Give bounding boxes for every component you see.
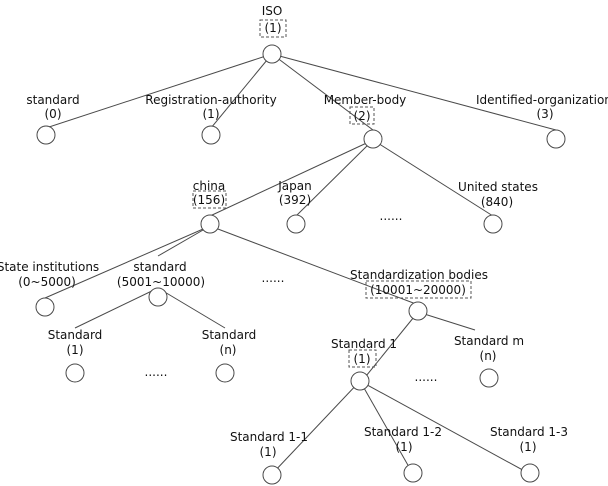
tree-edges	[44, 53, 557, 475]
standard-m-code: (n)	[480, 349, 497, 363]
edge-member-body-united-states	[372, 139, 494, 217]
member-body-name: Member-body	[324, 93, 407, 107]
node-standard-b[interactable]	[215, 363, 235, 383]
omission-ellipses: ...... ...... ...... ......	[145, 209, 438, 384]
node-standard-1-3[interactable]	[520, 463, 540, 483]
china-code-box	[192, 190, 227, 209]
standard-1-name: Standard 1	[331, 337, 397, 351]
node-standard-1-1[interactable]	[262, 465, 282, 485]
standard-1-code: (1)	[354, 352, 371, 366]
standard-1-code-box	[348, 349, 377, 368]
edge-standard-1-standard-1-3	[359, 380, 531, 475]
node-registration-authority[interactable]	[201, 125, 221, 145]
edge-bodies-standard-1	[361, 311, 419, 382]
node-member-body[interactable]	[363, 129, 383, 149]
edge-china-standard-range	[157, 225, 211, 257]
standard-b-code: (n)	[220, 343, 237, 357]
standard-a-code: (1)	[67, 343, 84, 357]
standardization-bodies-name: Standardization bodies	[350, 268, 488, 282]
standard-name: standard	[26, 93, 79, 107]
standard-b-name: Standard	[202, 328, 257, 342]
standardization-bodies-code: (10001~20000)	[370, 283, 466, 297]
identified-organization-name: Identified-organization	[476, 93, 608, 107]
node-china[interactable]	[200, 214, 220, 234]
edge-standard-range-standard-a	[74, 287, 159, 329]
tree-nodes	[35, 44, 566, 485]
ellipsis-bodies-children: ......	[415, 370, 438, 384]
node-iso[interactable]	[262, 44, 282, 64]
standard-m-name: Standard m	[454, 334, 524, 348]
iso-code-box	[259, 19, 287, 38]
node-standard-1-2[interactable]	[403, 463, 423, 483]
standard-a-name: Standard	[48, 328, 103, 342]
edge-standard-1-standard-1-2	[359, 380, 414, 475]
standard-range-code: (5001~10000)	[117, 275, 205, 289]
edge-iso-member-body	[271, 53, 374, 131]
standard-range-name: standard	[133, 260, 186, 274]
japan-code: (392)	[279, 193, 311, 207]
iso-name: ISO	[262, 4, 283, 18]
node-standard-range[interactable]	[148, 287, 168, 307]
node-identified-organization[interactable]	[546, 129, 566, 149]
edge-member-body-china	[209, 139, 374, 217]
node-standard-1[interactable]	[350, 371, 370, 391]
identified-organization-code: (3)	[537, 107, 554, 121]
standard-1-1-code: (1)	[260, 445, 277, 459]
standard-1-2-code: (1)	[396, 440, 413, 454]
iso-code: (1)	[265, 21, 282, 35]
standard-1-3-code: (1)	[520, 440, 537, 454]
edge-standard-1-standard-1-1	[271, 380, 361, 475]
edge-member-body-japan	[295, 139, 374, 217]
state-institutions-code: (0~5000)	[18, 275, 76, 289]
edge-iso-identified-organization	[271, 53, 557, 131]
standard-1-1-name: Standard 1-1	[230, 430, 308, 444]
node-united-states[interactable]	[483, 214, 503, 234]
united-states-name: United states	[458, 180, 538, 194]
state-institutions-name: State institutions	[0, 260, 99, 274]
node-standardization-bodies[interactable]	[408, 301, 428, 321]
china-code: (156)	[193, 193, 225, 207]
registration-authority-code: (1)	[203, 107, 220, 121]
ellipsis-china-children: ......	[262, 271, 285, 285]
edge-iso-registration-authority	[210, 53, 273, 129]
node-labels: ISO (1) standard (0) Registration-author…	[0, 4, 608, 459]
member-body-code-box	[349, 106, 375, 125]
edge-bodies-standard-m	[417, 311, 476, 331]
node-state-institutions[interactable]	[35, 297, 55, 317]
united-states-code: (840)	[481, 195, 513, 209]
china-name: china	[193, 179, 226, 193]
ellipsis-member-body-children: ......	[380, 209, 403, 223]
registration-authority-name: Registration-authority	[145, 93, 276, 107]
node-standard[interactable]	[36, 125, 56, 145]
standardization-bodies-code-box	[365, 280, 472, 299]
standard-1-3-name: Standard 1-3	[490, 425, 568, 439]
node-japan[interactable]	[286, 214, 306, 234]
code-highlight-boxes	[192, 19, 472, 368]
node-standard-a[interactable]	[65, 363, 85, 383]
edge-iso-standard	[45, 53, 273, 129]
edge-standard-range-standard-b	[157, 287, 226, 329]
edge-china-state-institutions	[44, 225, 211, 299]
japan-name: Japan	[277, 179, 311, 193]
standard-code: (0)	[45, 107, 62, 121]
edge-china-standardization-bodies	[209, 225, 417, 305]
ellipsis-standard-range-children: ......	[145, 365, 168, 379]
member-body-code: (2)	[354, 109, 371, 123]
node-standard-m[interactable]	[479, 368, 499, 388]
standard-1-2-name: Standard 1-2	[364, 425, 442, 439]
